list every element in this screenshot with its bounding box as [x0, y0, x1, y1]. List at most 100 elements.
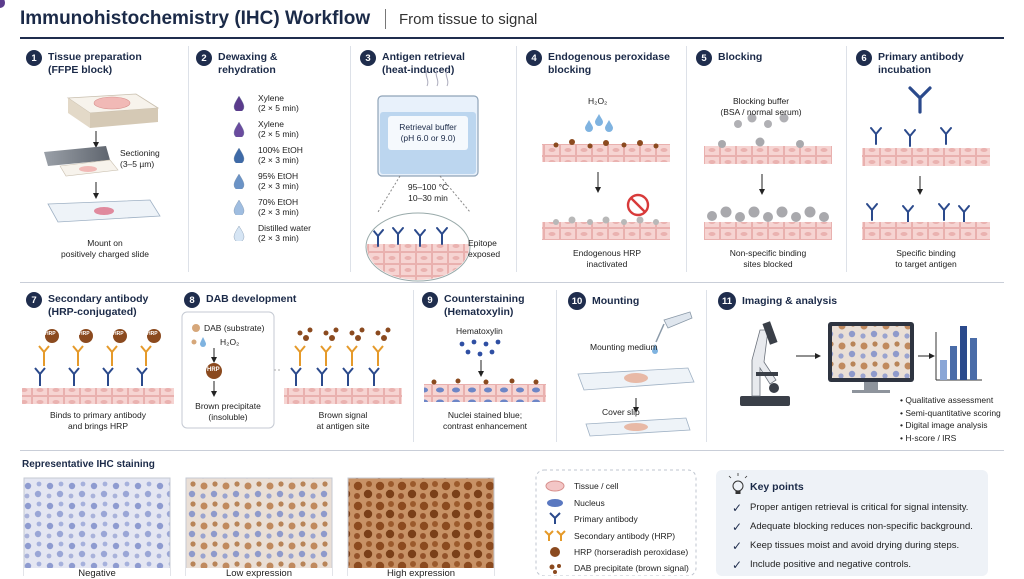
prohibited-icon	[626, 193, 650, 217]
col-divider	[556, 290, 557, 442]
reagent-drop-icon	[233, 147, 245, 163]
legend-box	[535, 469, 697, 576]
primary-antibody-icon	[549, 512, 561, 524]
tissue-strip	[704, 222, 832, 240]
step-4-number: 4	[526, 50, 542, 66]
blocking-proteins-icon	[734, 113, 789, 128]
reagent-drop-icon	[233, 173, 245, 189]
analysis-bullets: • Qualitative assessment • Semi-quantitat…	[900, 394, 1001, 444]
panel-label-negative: Negative	[24, 568, 170, 579]
reagent-drop-icon	[233, 199, 245, 215]
dewax-step-label: 100% EtOH (2 × 3 min)	[258, 145, 303, 165]
tissue-strip	[542, 144, 670, 162]
water-bath-beaker-icon	[377, 69, 479, 177]
step-2-number: 2	[196, 50, 212, 66]
col-divider	[413, 290, 414, 442]
col-divider	[686, 46, 687, 272]
microtome-blade-icon	[44, 146, 119, 177]
step-2-title: Dewaxing & rehydration	[218, 51, 278, 76]
dab-substrate-label: DAB (substrate)	[204, 323, 265, 333]
legend-label: Secondary antibody (HRP)	[574, 531, 676, 541]
representative-title: Representative IHC staining	[22, 459, 155, 470]
step-8-number: 8	[184, 292, 200, 308]
step-6-title: Primary antibody incubation	[878, 51, 964, 76]
reagent-drops	[0, 0, 5, 8]
tissue-strip	[862, 148, 990, 166]
step-9-title: Counterstaining (Hematoxylin)	[444, 293, 525, 318]
dewax-step-label: Distilled water (2 × 3 min)	[258, 223, 311, 243]
hematoxylin-label: Hematoxylin	[456, 326, 503, 336]
nucleus-icon	[547, 499, 563, 507]
legend-label: HRP (horseradish peroxidase)	[574, 547, 689, 557]
key-point-item: ✓Keep tissues moist and avoid drying dur…	[732, 538, 960, 553]
pipette-icon	[652, 311, 693, 354]
microscope-icon	[740, 321, 790, 406]
title-separator	[385, 9, 386, 29]
tissue-strip	[22, 388, 174, 404]
key-point-item: ✓Proper antigen retrieval is critical fo…	[732, 500, 969, 515]
step-3-number: 3	[360, 50, 376, 66]
step-7-caption: Binds to primary antibody and brings HRP	[50, 410, 146, 431]
step-8-caption: Brown signal at antigen site	[316, 410, 370, 431]
panel-label-high: High expression	[348, 568, 494, 579]
dewax-step-label: 95% EtOH (2 × 3 min)	[258, 171, 299, 191]
dewax-step-item: Xylene (2 × 5 min)	[232, 90, 311, 116]
secondary-antibody-complexes	[34, 329, 161, 386]
hematoxylin-drops-icon	[459, 339, 501, 357]
h2o2-drops-icon	[585, 114, 613, 132]
step-4-caption: Endogenous HRP inactivated	[572, 248, 642, 269]
key-point-item: ✓Adequate blocking reduces non-specific …	[732, 519, 973, 534]
antigen-targets	[870, 127, 952, 147]
dewax-step-item: 70% EtOH (2 × 3 min)	[232, 194, 311, 220]
step-11-number: 11	[718, 292, 736, 310]
check-icon: ✓	[732, 519, 743, 534]
step-5-number: 5	[696, 50, 712, 66]
dewax-step-item: Distilled water (2 × 3 min)	[232, 220, 311, 246]
dewax-step-item: Xylene (2 × 5 min)	[232, 116, 311, 142]
hrp-icon	[550, 547, 560, 557]
dewax-step-label: Xylene (2 × 5 min)	[258, 119, 299, 139]
step-5-title: Blocking	[718, 51, 763, 63]
step-8-title: DAB development	[206, 293, 297, 305]
step-9-caption: Nuclei stained blue; contrast enhancemen…	[442, 410, 528, 431]
col-divider	[846, 46, 847, 272]
ihc-negative-image	[23, 477, 171, 576]
panel-label-low: Low expression	[186, 568, 332, 579]
dewax-step-item: 95% EtOH (2 × 3 min)	[232, 168, 311, 194]
legend-label: Tissue / cell	[574, 481, 619, 491]
page-title: Immunohistochemistry (IHC) Workflow	[20, 8, 371, 29]
ffpe-block-icon	[66, 93, 160, 128]
analysis-bullet: • Semi-quantitative scoring	[900, 407, 1001, 418]
step-6-caption: Specific binding to target antigen	[895, 248, 957, 269]
step-10-number: 10	[568, 292, 586, 310]
primary-antibody-icon	[908, 86, 932, 114]
key-points-list: ✓Proper antigen retrieval is critical fo…	[732, 498, 973, 574]
retrieval-buffer-label: Retrieval buffer (pH 6.0 or 9.0)	[399, 122, 457, 143]
dab-substrate-icon	[192, 324, 200, 332]
analysis-bullet: • H-score / IRS	[900, 432, 957, 443]
counterstained-tissue	[424, 384, 546, 402]
step-1-number: 1	[26, 50, 42, 66]
page-subtitle: From tissue to signal	[399, 11, 538, 28]
h2o2-label: H₂O₂	[220, 337, 240, 347]
key-point-item: ✓Include positive and negative controls.	[732, 557, 912, 572]
step-9-number: 9	[422, 292, 438, 308]
mount-caption: Mount on positively charged slide	[61, 238, 149, 259]
cover-slip-label: Cover slip	[602, 407, 640, 417]
col-divider	[188, 46, 189, 272]
key-points-title: Key points	[750, 481, 804, 493]
header-rule	[20, 37, 1004, 39]
step-11-title: Imaging & analysis	[742, 295, 838, 307]
dewax-step-item: 100% EtOH (2 × 3 min)	[232, 142, 311, 168]
dab-signal-complexes	[290, 327, 391, 386]
hrp-tag: HRP	[147, 331, 158, 337]
analysis-bullet: • Qualitative assessment	[900, 395, 994, 405]
ihc-high-image	[347, 477, 495, 576]
legend-label: DAB precipitate (brown signal)	[574, 563, 689, 573]
key-points-box	[716, 470, 988, 576]
check-icon: ✓	[732, 538, 743, 553]
sectioning-label: Sectioning (3–5 µm)	[120, 148, 160, 169]
retrieval-temp-label: 95–100 °C 10–30 min	[407, 182, 449, 203]
tissue-strip	[284, 388, 402, 404]
